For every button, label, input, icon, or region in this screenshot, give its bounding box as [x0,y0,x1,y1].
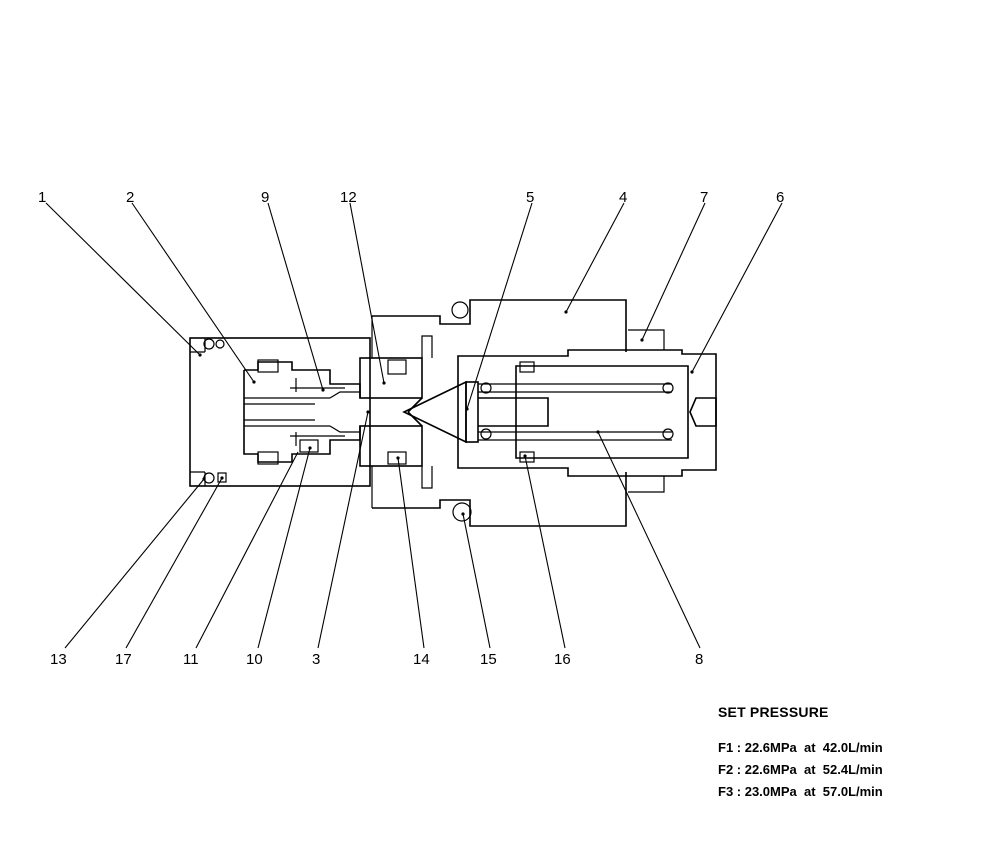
callout-label: 7 [700,189,708,206]
callout-label: 14 [413,651,430,668]
leader-lines [45,202,783,649]
plug-inner [243,359,361,465]
callout-label: 2 [126,189,134,206]
set-pressure-table: SET PRESSURE F1 : 22.6MPa at 42.0L/min F… [718,704,988,803]
callout-label: 16 [554,651,571,668]
callout-label: 1 [38,189,46,206]
callout-label: 11 [183,651,199,668]
callout-label: 8 [695,651,703,668]
pressure-spec-row: F2 : 22.6MPa at 52.4L/min [718,762,883,777]
callout-label: 6 [776,189,784,206]
callout-label: 9 [261,189,269,206]
piston-assembly [359,299,627,527]
callout-label: 13 [50,651,67,668]
callout-label: 15 [480,651,497,668]
pressure-spec-row: F3 : 23.0MPa at 57.0L/min [718,784,883,799]
valve-housing [189,337,371,487]
callout-label: 17 [115,651,132,668]
cone-poppet [402,380,479,444]
callout-label: 5 [526,189,534,206]
callout-label: 3 [312,651,320,668]
adjuster-assembly [457,329,717,493]
callout-label: 10 [246,651,263,668]
set-pressure-title: SET PRESSURE [718,704,829,720]
callout-label: 4 [619,189,627,206]
callout-label: 12 [340,189,357,206]
pressure-spec-row: F1 : 22.6MPa at 42.0L/min [718,740,883,755]
